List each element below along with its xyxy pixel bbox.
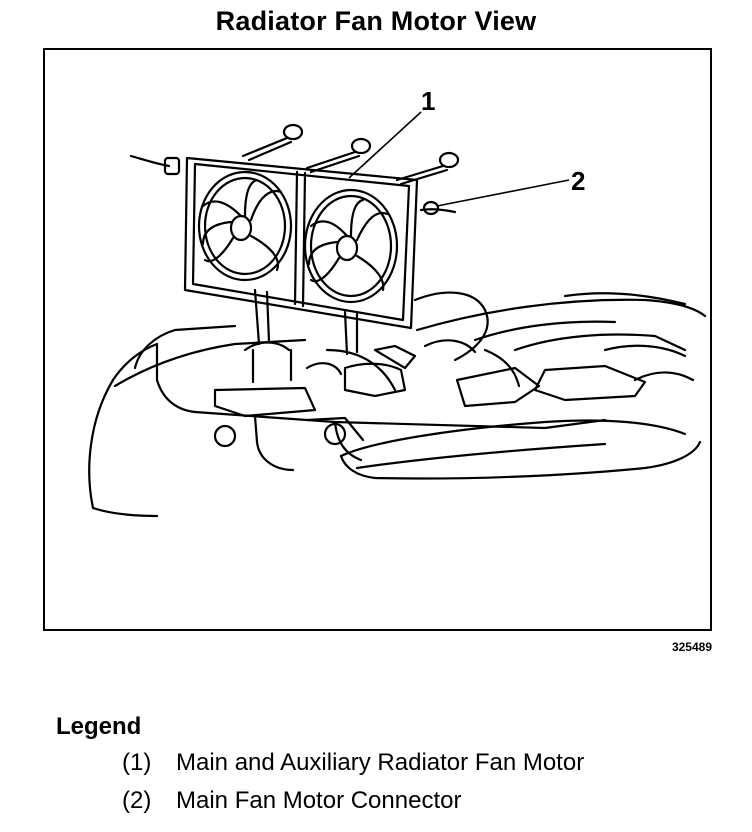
main-fan-motor-connector xyxy=(422,200,440,216)
legend-item-number: (2) xyxy=(122,787,152,814)
bolts xyxy=(241,123,460,186)
legend-heading: Legend xyxy=(56,713,142,740)
callout-1-leader xyxy=(348,111,422,179)
fan-shroud-outline xyxy=(183,156,419,330)
illustration-frame: 1 2 xyxy=(43,48,712,631)
legend-item-text: Main and Auxiliary Radiator Fan Motor xyxy=(176,749,585,776)
fan-left-blade-ring xyxy=(197,170,293,282)
callout-2-leader xyxy=(436,179,570,207)
legend-item-text: Main Fan Motor Connector xyxy=(176,787,462,814)
legend-item-number: (1) xyxy=(122,749,152,776)
headlight-right-outline xyxy=(339,419,687,458)
legend-item: (1) Main and Auxiliary Radiator Fan Motor xyxy=(122,749,584,777)
legend-item: (2) Main Fan Motor Connector xyxy=(122,787,461,815)
figure-id: 325489 xyxy=(671,640,712,654)
callout-2-label: 2 xyxy=(571,166,585,196)
callout-1-label: 1 xyxy=(421,86,435,116)
diagram-title: Radiator Fan Motor View xyxy=(215,6,537,36)
bumper-left-outline xyxy=(88,342,159,510)
fan-motor-illustration: 1 2 xyxy=(88,86,707,518)
fan-right-blade-ring xyxy=(303,188,399,304)
